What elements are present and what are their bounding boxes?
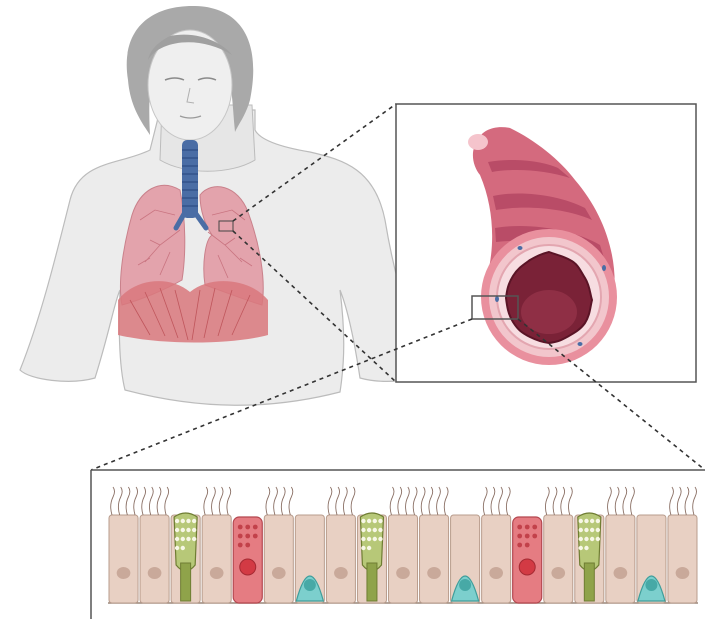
ciliated-cell — [264, 487, 293, 603]
secretory-cell — [233, 517, 262, 603]
ciliated-cell — [606, 487, 635, 603]
basal-cell — [295, 515, 324, 603]
ciliated-cell — [668, 487, 697, 603]
ciliated-cell — [420, 487, 449, 603]
goblet-cell — [171, 513, 200, 603]
ciliated-cell — [326, 487, 355, 603]
ciliated-cell — [140, 487, 169, 603]
airway-lumen-highlight — [521, 290, 577, 334]
ciliated-cell — [544, 487, 573, 603]
basal-cell — [637, 515, 666, 603]
airway-panel — [396, 104, 696, 382]
goblet-cell — [575, 513, 604, 603]
ciliated-cell — [202, 487, 231, 603]
ciliated-cell — [109, 487, 138, 603]
airway-tip-glow — [468, 134, 488, 150]
epithelium-panel — [91, 470, 705, 619]
secretory-cell — [513, 517, 542, 603]
body-figure — [20, 6, 430, 405]
ciliated-cell — [388, 487, 417, 603]
goblet-cell — [357, 513, 386, 603]
ciliated-cell — [482, 487, 511, 603]
basal-cell — [451, 515, 480, 603]
epithelial-cells — [108, 487, 698, 603]
